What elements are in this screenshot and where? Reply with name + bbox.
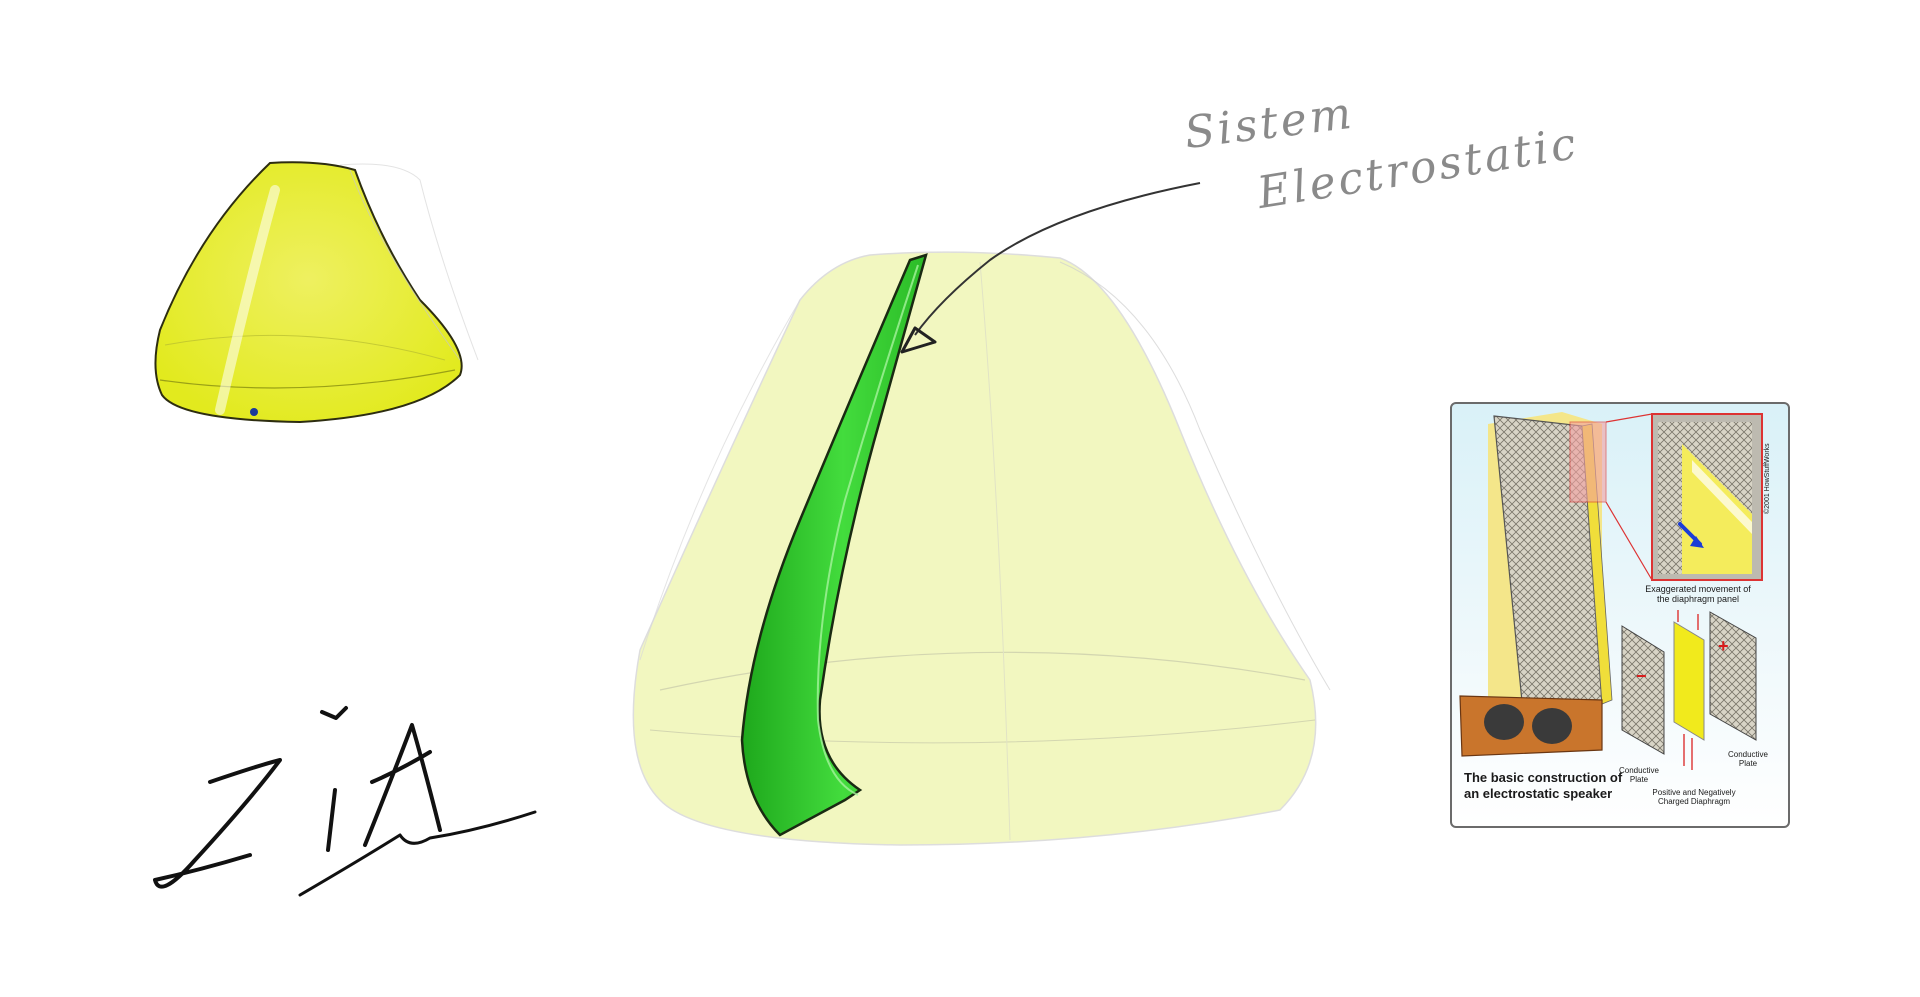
copyright-label: ©2001 HowStuffWorks (1764, 443, 1771, 514)
reference-diagram: The basic construction of an electrostat… (1450, 402, 1790, 828)
exploded-plates (1621, 610, 1757, 770)
diagram-illustration (1459, 412, 1763, 770)
speaker-panel-illustration (1488, 412, 1613, 724)
speaker-driver-icon (1459, 695, 1603, 757)
diaphragm-label: Positive and Negatively Charged Diaphrag… (1652, 788, 1736, 806)
arrow-pointer-icon (900, 182, 1201, 354)
minus-symbol: − (1636, 666, 1647, 686)
small-speaker-dot (250, 408, 258, 416)
movement-caption: Exaggerated movement of the diaphragm pa… (1645, 584, 1751, 604)
plus-symbol: + (1718, 636, 1729, 656)
zoom-detail (1651, 413, 1763, 581)
diagram-caption: The basic construction of an electrostat… (1464, 770, 1623, 801)
small-speaker-sketch (154, 161, 479, 424)
plate-right-label: Conductive Plate (1727, 750, 1769, 768)
large-speaker-sketch (632, 251, 1331, 846)
signature (153, 706, 537, 897)
plate-left-label: Conductive Plate (1618, 766, 1660, 784)
